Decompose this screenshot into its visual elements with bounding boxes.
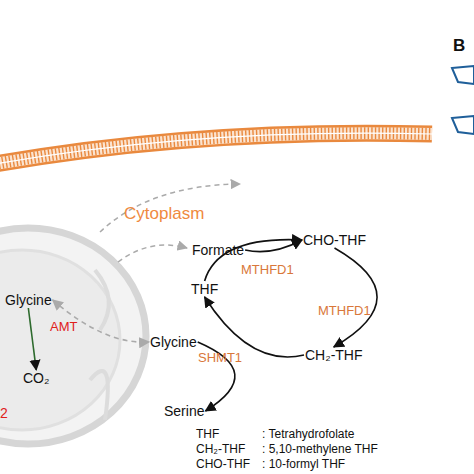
metabolite-node: CO₂ [22, 370, 50, 386]
enzyme-label: MTHFD1 [241, 262, 294, 277]
metabolite-name: THF [191, 281, 218, 297]
membrane-midline [0, 133, 432, 164]
metabolite-name: CO₂ [23, 370, 49, 386]
panel-letter: B [453, 36, 465, 56]
membrane-hatch [0, 133, 432, 164]
abbreviation: CHO-THF [196, 458, 250, 472]
metabolite-node: CHO-THF [302, 232, 367, 248]
metabolite-name: Glycine [150, 334, 197, 350]
enzyme-label: AMT [50, 319, 77, 334]
membrane-inner [0, 133, 432, 164]
enzyme-label: MTHFD1 [318, 303, 371, 318]
metabolite-node: CH₂-THF [304, 347, 364, 363]
metabolite-node: Formate [191, 242, 245, 258]
membrane-band [0, 133, 432, 164]
transport-arrow [118, 245, 187, 262]
metabolite-name: Glycine [5, 292, 52, 308]
abbreviation: CH₂-THF [196, 443, 245, 457]
crista [90, 371, 108, 420]
compartment-label: Cytoplasm [124, 204, 204, 224]
reaction-arrow [28, 308, 36, 370]
mitochondrion [0, 228, 146, 444]
metabolite-node: THF [190, 281, 219, 297]
abbreviation: THF [196, 428, 219, 442]
mitochondrion-inner [0, 250, 120, 430]
abbreviation-definition: : 5,10-methylene THF [262, 443, 378, 457]
metabolite-name: CH₂-THF [305, 347, 363, 363]
metabolite-name: Formate [192, 242, 244, 258]
panel-b-shape [452, 66, 474, 84]
metabolite-node: Glycine [4, 292, 53, 308]
metabolite-name: Serine [164, 403, 204, 419]
abbreviation-definition: : 10-formyl THF [262, 458, 345, 472]
enzyme-fragment: 2 [0, 405, 8, 421]
reaction-arrow [245, 240, 302, 252]
panel-b-shape [452, 116, 474, 134]
metabolite-node: Serine [163, 403, 205, 419]
abbreviation-definition: : Tetrahydrofolate [262, 428, 355, 442]
metabolite-name: CHO-THF [303, 232, 366, 248]
transport-arrow [100, 184, 240, 232]
enzyme-label: SHMT1 [198, 350, 242, 365]
reaction-arrow [334, 248, 377, 347]
metabolite-node: Glycine [149, 334, 198, 350]
crista [95, 270, 109, 330]
reaction-arrow [205, 297, 304, 357]
